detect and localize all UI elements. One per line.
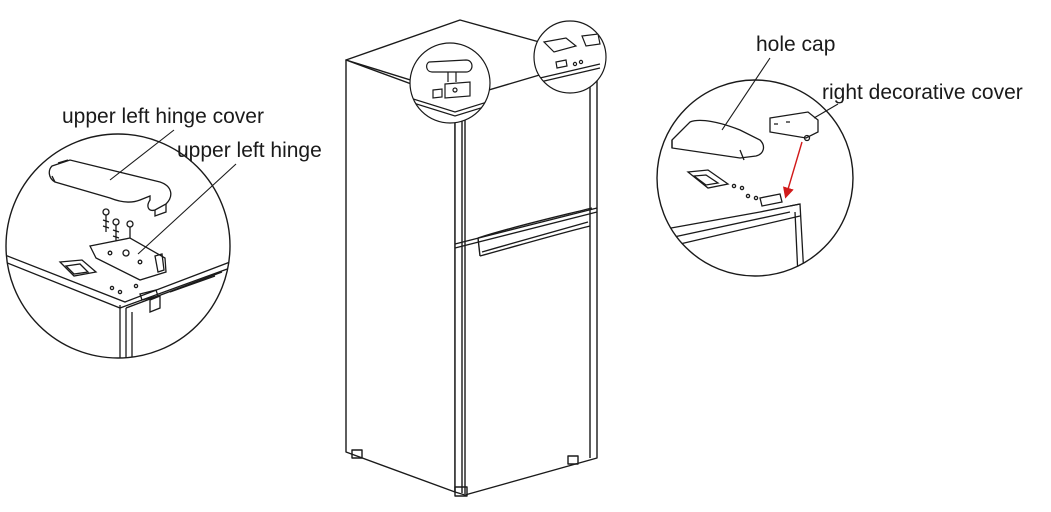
top-left-detail-circle — [409, 42, 491, 124]
label-hole-cap: hole cap — [756, 33, 836, 56]
right-zoom-circle — [656, 79, 854, 277]
refrigerator — [345, 19, 598, 497]
label-upper-left-hinge-cover: upper left hinge cover — [62, 105, 264, 128]
leader-lines-right — [721, 57, 839, 131]
red-direction-arrow — [783, 141, 803, 199]
left-zoom-circle — [5, 133, 231, 359]
screws — [102, 208, 134, 242]
label-right-decorative-cover: right decorative cover — [822, 81, 1023, 104]
top-right-detail-circle — [533, 20, 607, 94]
label-upper-left-hinge: upper left hinge — [177, 139, 322, 162]
leader-lines-left — [109, 129, 237, 255]
